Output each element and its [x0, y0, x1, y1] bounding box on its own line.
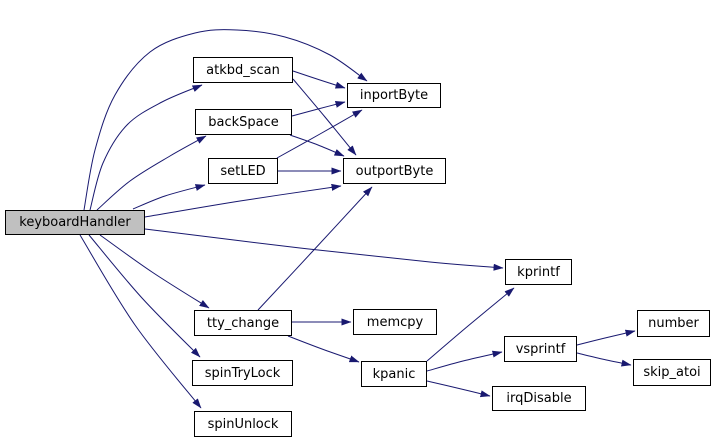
- edge-keyboardHandler-inportByte: [83, 29, 368, 211]
- edge-group: [79, 29, 636, 409]
- node-backSpace[interactable]: backSpace: [195, 109, 292, 135]
- edge-atkbd_scan-inportByte: [292, 70, 346, 89]
- node-memcpy[interactable]: memcpy: [353, 309, 437, 335]
- node-skip_atoi[interactable]: skip_atoi: [633, 359, 711, 386]
- node-irqDisable[interactable]: irqDisable: [492, 386, 586, 411]
- edge-keyboardHandler-setLED: [132, 184, 206, 210]
- node-spinTryLock[interactable]: spinTryLock: [192, 360, 293, 386]
- edge-atkbd_scan-outportByte: [292, 78, 357, 156]
- node-setLED[interactable]: setLED: [208, 158, 278, 184]
- node-atkbd_scan[interactable]: atkbd_scan: [193, 57, 293, 83]
- edge-vsprintf-number: [576, 329, 636, 346]
- edge-keyboardHandler-atkbd_scan: [89, 84, 203, 211]
- edge-keyboardHandler-spinUnlock: [79, 234, 202, 409]
- node-spinUnlock[interactable]: spinUnlock: [194, 411, 292, 437]
- edge-keyboardHandler-backSpace: [96, 135, 207, 211]
- edge-tty_change-kpanic: [287, 335, 360, 363]
- edge-kpanic-kprintf: [426, 287, 515, 362]
- edge-backSpace-inportByte: [291, 100, 346, 117]
- node-kpanic[interactable]: kpanic: [361, 361, 427, 387]
- edge-keyboardHandler-tty_change: [99, 234, 210, 309]
- node-inportByte[interactable]: inportByte: [347, 83, 441, 108]
- node-number[interactable]: number: [637, 310, 710, 337]
- edge-tty_change-outportByte: [257, 186, 373, 311]
- edge-keyboardHandler-spinTryLock: [88, 234, 201, 358]
- node-vsprintf[interactable]: vsprintf: [504, 336, 577, 362]
- node-keyboardHandler: keyboardHandler: [5, 210, 145, 235]
- node-outportByte[interactable]: outportByte: [343, 158, 446, 184]
- node-tty_change[interactable]: tty_change: [194, 310, 292, 336]
- edge-keyboardHandler-kprintf: [144, 228, 504, 271]
- edge-keyboardHandler-outportByte: [144, 183, 342, 218]
- edge-vsprintf-skip_atoi: [576, 352, 632, 367]
- edge-setLED-inportByte: [276, 109, 363, 159]
- edge-kpanic-vsprintf: [426, 350, 503, 372]
- edge-kpanic-irqDisable: [426, 380, 491, 398]
- edge-backSpace-outportByte: [289, 134, 345, 157]
- node-kprintf[interactable]: kprintf: [505, 259, 572, 285]
